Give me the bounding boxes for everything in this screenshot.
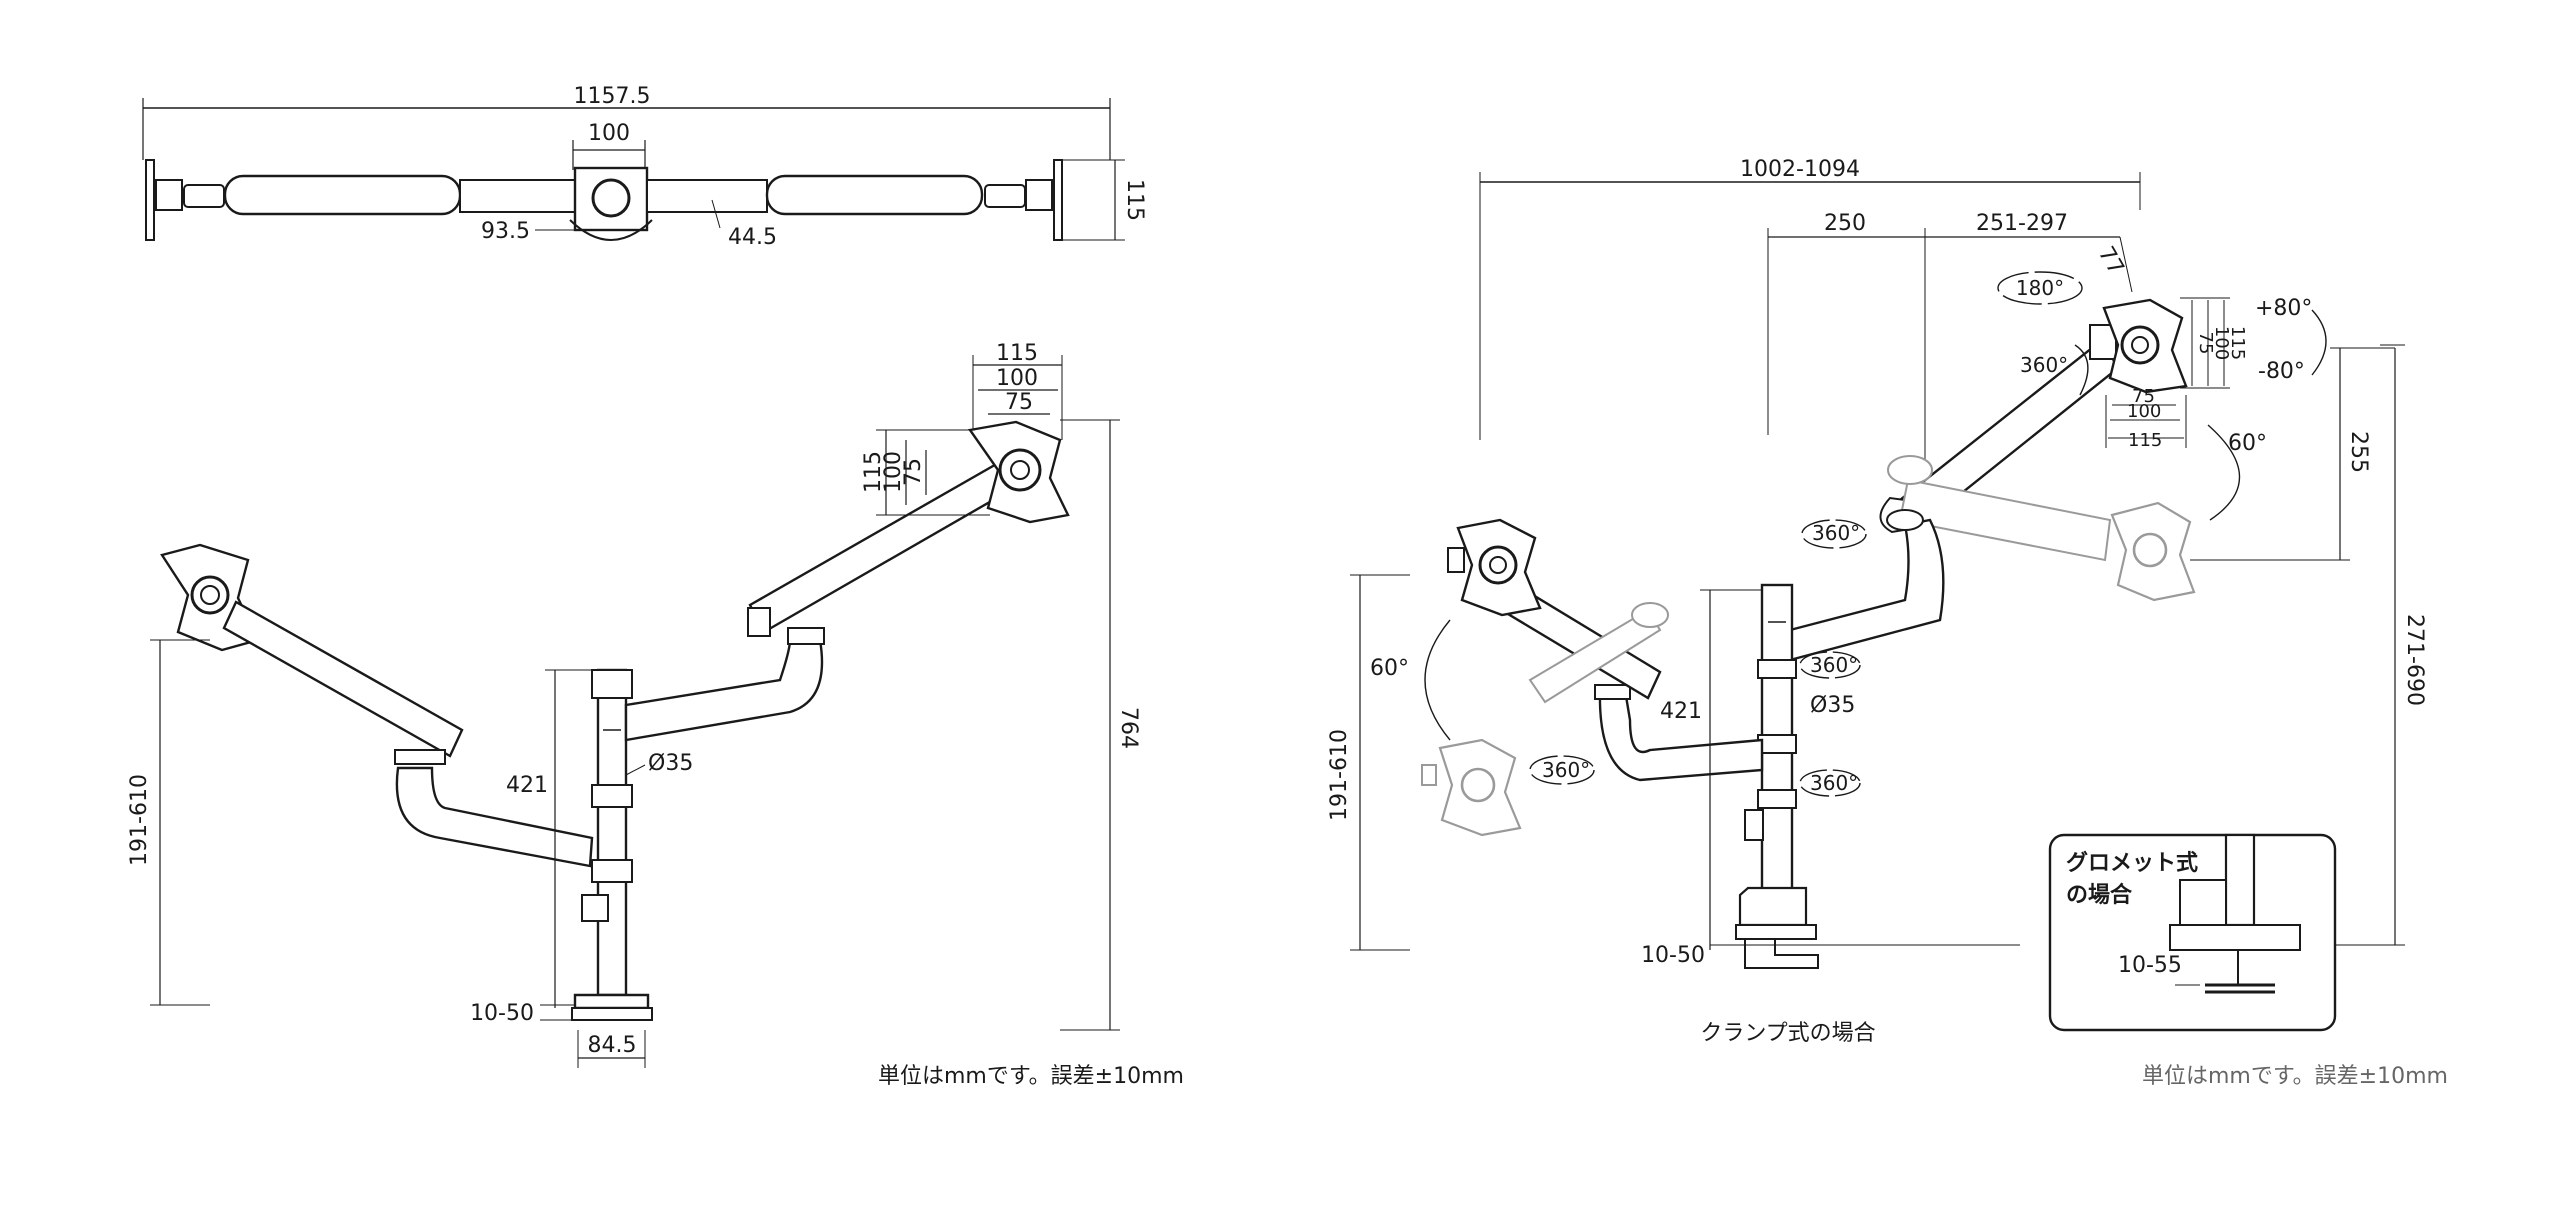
top-offset-a-label: 93.5 [481, 219, 530, 244]
rotate-360-left: 360° [1542, 758, 1590, 782]
rotate-360-top: 360° [2020, 353, 2068, 377]
right-tilt-offset-label: 77 [2093, 243, 2129, 280]
grommet-title-line-2: の場合 [2066, 882, 2133, 908]
right-vesa-115-side: 115 [2227, 326, 2248, 360]
right-vesa-115-bottom: 115 [2128, 430, 2162, 451]
top-height-label: 115 [1122, 179, 1147, 221]
right-pole-dia-label: Ø35 [1810, 693, 1855, 718]
right-height-range-label: 271-690 [2402, 614, 2427, 706]
left-arm-reach-label: 421 [506, 773, 548, 798]
right-height-255-label: 255 [2346, 431, 2371, 473]
swing-angle-top: 60° [2228, 431, 2267, 456]
left-height-range-label: 191-610 [127, 774, 152, 866]
left-side-view: 115 100 75 115 100 75 191-610 421 Ø35 76… [127, 341, 1184, 1089]
grommet-thickness-label: 10-55 [2118, 953, 2182, 978]
right-vesa-100-side: 100 [2211, 326, 2232, 360]
swing-angle-left: 60° [1370, 656, 1409, 681]
right-arm-extension-label: 251-297 [1976, 211, 2068, 236]
tilt-up-label: +80° [2255, 296, 2312, 321]
left-vesa-115-top: 115 [996, 341, 1038, 366]
left-vesa-75-top: 75 [1005, 390, 1033, 415]
top-pole-width-label: 100 [588, 121, 630, 146]
left-top-view: 1157.5 100 115 93.5 44.5 [142, 84, 1147, 250]
right-vesa-75-bottom: 75 [2132, 386, 2155, 407]
left-vesa-115-side: 115 [861, 451, 886, 493]
rotate-360-pole-upper: 360° [1810, 653, 1858, 677]
right-height-range-left-label: 191-610 [1327, 729, 1352, 821]
left-desk-thickness-label: 10-50 [470, 1001, 534, 1026]
rotate-180-label: 180° [2016, 276, 2064, 300]
left-pole-dia-label: Ø35 [648, 751, 693, 776]
top-width-label: 1157.5 [574, 84, 651, 109]
right-vesa-plate [967, 420, 1070, 524]
top-offset-b-label: 44.5 [728, 225, 777, 250]
right-vesa-100-bottom: 100 [2127, 401, 2161, 422]
left-note: 単位はmmです。誤差±10mm [878, 1064, 1184, 1089]
right-vesa-75-side: 75 [2195, 332, 2216, 355]
right-view: 1002-1094 250 251-297 77 180° 360° 75 10… [1327, 157, 2448, 1089]
right-note: 単位はmmです。誤差±10mm [2142, 1064, 2448, 1089]
grommet-title-line-1: グロメット式 [2066, 850, 2198, 876]
left-base-width-label: 84.5 [588, 1033, 637, 1058]
rotate-360-pole-lower: 360° [1810, 771, 1858, 795]
right-desk-thickness-label: 10-50 [1641, 943, 1705, 968]
left-vesa-100-side: 100 [881, 451, 906, 493]
grommet-inset: グロメット式 の場合 10-55 [2048, 833, 2337, 1032]
left-total-height-label: 764 [1116, 707, 1141, 749]
right-arm-reach-label: 421 [1660, 699, 1702, 724]
left-vesa-75-side: 75 [901, 458, 926, 486]
tilt-down-label: -80° [2258, 359, 2305, 384]
right-total-width-label: 1002-1094 [1740, 157, 1860, 182]
clamp-label: クランプ式の場合 [1700, 1021, 1875, 1046]
rotate-360-mid: 360° [1812, 521, 1860, 545]
right-arm-segment-label: 250 [1824, 211, 1866, 236]
left-vesa-100-top: 100 [996, 366, 1038, 391]
